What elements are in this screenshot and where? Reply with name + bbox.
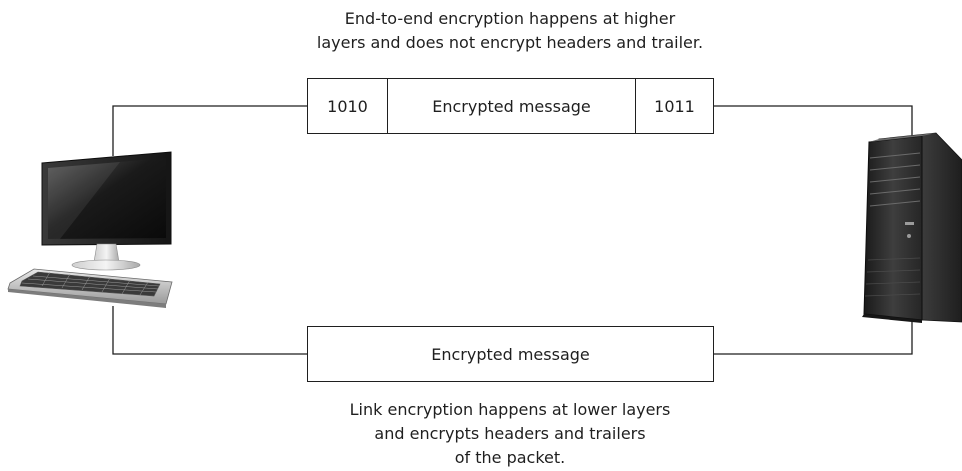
desktop-computer-icon	[7, 151, 173, 308]
packet-trailer-field: 1011	[635, 79, 713, 133]
end-to-end-packet: 1010 Encrypted message 1011	[307, 78, 714, 134]
link-message-field: Encrypted message	[431, 344, 590, 364]
link-caption-line-3: of the packet.	[454, 448, 566, 467]
link-caption-line-1: Link encryption happens at lower layers	[349, 400, 671, 419]
end-to-end-caption-line-2: layers and does not encrypt headers and …	[316, 33, 704, 52]
packet-header-field: 1010	[327, 96, 368, 116]
link-encryption-packet: Encrypted message	[307, 326, 714, 382]
link-caption-line-2: and encrypts headers and trailers	[374, 424, 646, 443]
end-to-end-caption-line-1: End-to-end encryption happens at higher	[344, 9, 676, 28]
end-to-end-message-field: Encrypted message	[387, 79, 635, 133]
end-to-end-caption: End-to-end encryption happens at higher …	[230, 7, 790, 55]
link-encryption-caption: Link encryption happens at lower layers …	[290, 398, 730, 470]
server-tower-icon	[862, 132, 962, 323]
